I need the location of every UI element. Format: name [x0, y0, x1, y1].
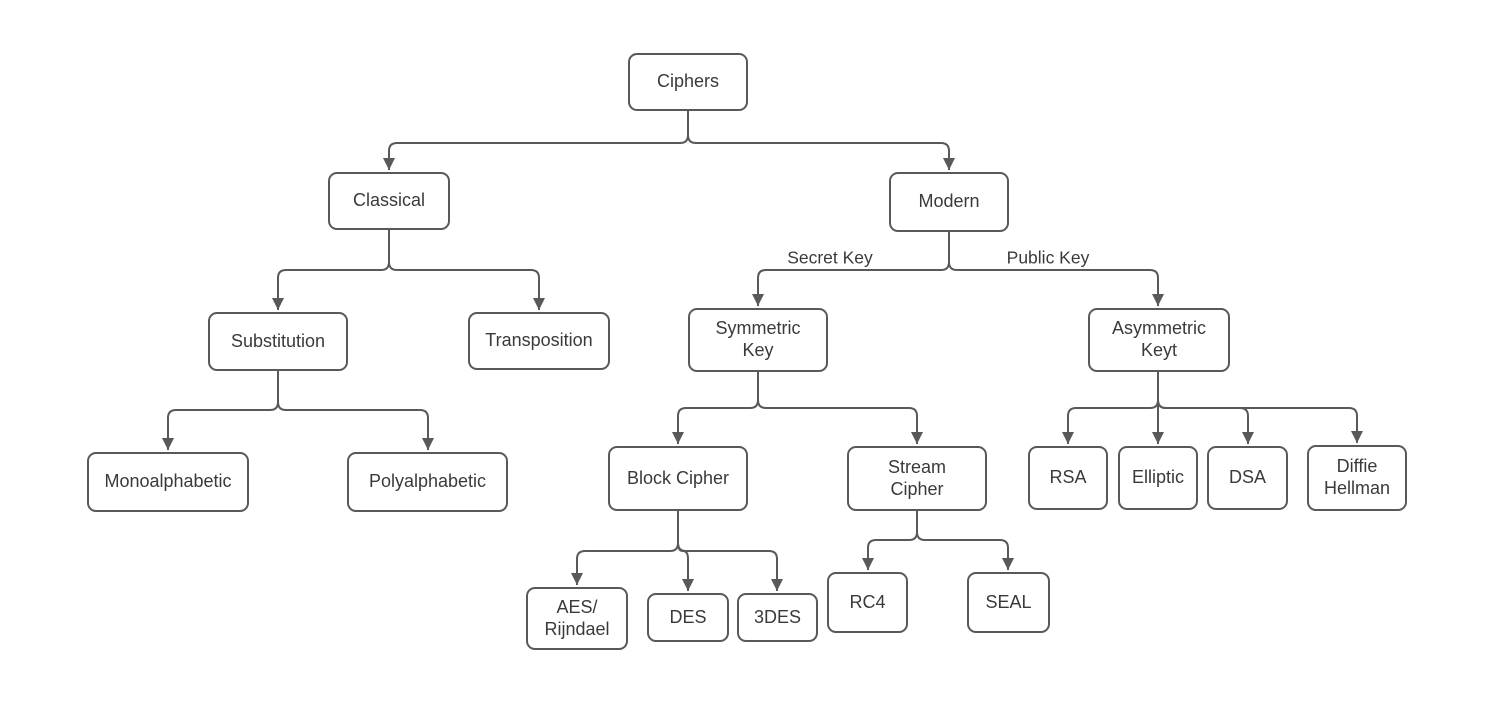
- edge-classical-substitution: [272, 230, 390, 310]
- node-des: DES: [647, 593, 729, 642]
- node-polyalphabetic: Polyalphabetic: [347, 452, 508, 512]
- edge-block_cipher-des: [677, 511, 694, 591]
- edge-modern-asymmetric_keyt: [948, 232, 1164, 306]
- node-rsa: RSA: [1028, 446, 1108, 510]
- edge-label-secret-key: Secret Key: [787, 247, 873, 268]
- edge-stream_cipher-rc4: [862, 511, 918, 570]
- edge-symmetric_key-stream_cipher: [757, 372, 923, 444]
- edge-block_cipher-3des: [677, 511, 783, 591]
- edge-modern-symmetric_key: [752, 232, 950, 306]
- edge-symmetric_key-block_cipher: [672, 372, 759, 444]
- node-elliptic: Elliptic: [1118, 446, 1198, 510]
- edge-substitution-polyalphabetic: [277, 371, 434, 450]
- node-modern: Modern: [889, 172, 1009, 232]
- node-substitution: Substitution: [208, 312, 348, 371]
- node-ciphers: Ciphers: [628, 53, 748, 111]
- node-asymmetric_keyt: Asymmetric Keyt: [1088, 308, 1230, 372]
- node-monoalphabetic: Monoalphabetic: [87, 452, 249, 512]
- edge-label-public-key: Public Key: [1006, 247, 1090, 268]
- edge-stream_cipher-seal: [916, 511, 1014, 570]
- edge-asymmetric_keyt-rsa: [1062, 372, 1159, 444]
- node-transposition: Transposition: [468, 312, 610, 370]
- edge-substitution-monoalphabetic: [162, 371, 279, 450]
- node-aes_rijndael: AES/ Rijndael: [526, 587, 628, 650]
- node-seal: SEAL: [967, 572, 1050, 633]
- edge-classical-transposition: [388, 230, 545, 310]
- node-block_cipher: Block Cipher: [608, 446, 748, 511]
- node-stream_cipher: Stream Cipher: [847, 446, 987, 511]
- edge-ciphers-modern: [687, 111, 955, 170]
- edge-asymmetric_keyt-diffie_hellman: [1157, 372, 1363, 443]
- edge-ciphers-classical: [383, 111, 689, 170]
- edge-block_cipher-aes_rijndael: [571, 511, 679, 585]
- node-dsa: DSA: [1207, 446, 1288, 510]
- node-rc4: RC4: [827, 572, 908, 633]
- edge-asymmetric_keyt-dsa: [1157, 372, 1254, 444]
- node-diffie_hellman: Diffie Hellman: [1307, 445, 1407, 511]
- node-3des: 3DES: [737, 593, 818, 642]
- node-classical: Classical: [328, 172, 450, 230]
- node-symmetric_key: Symmetric Key: [688, 308, 828, 372]
